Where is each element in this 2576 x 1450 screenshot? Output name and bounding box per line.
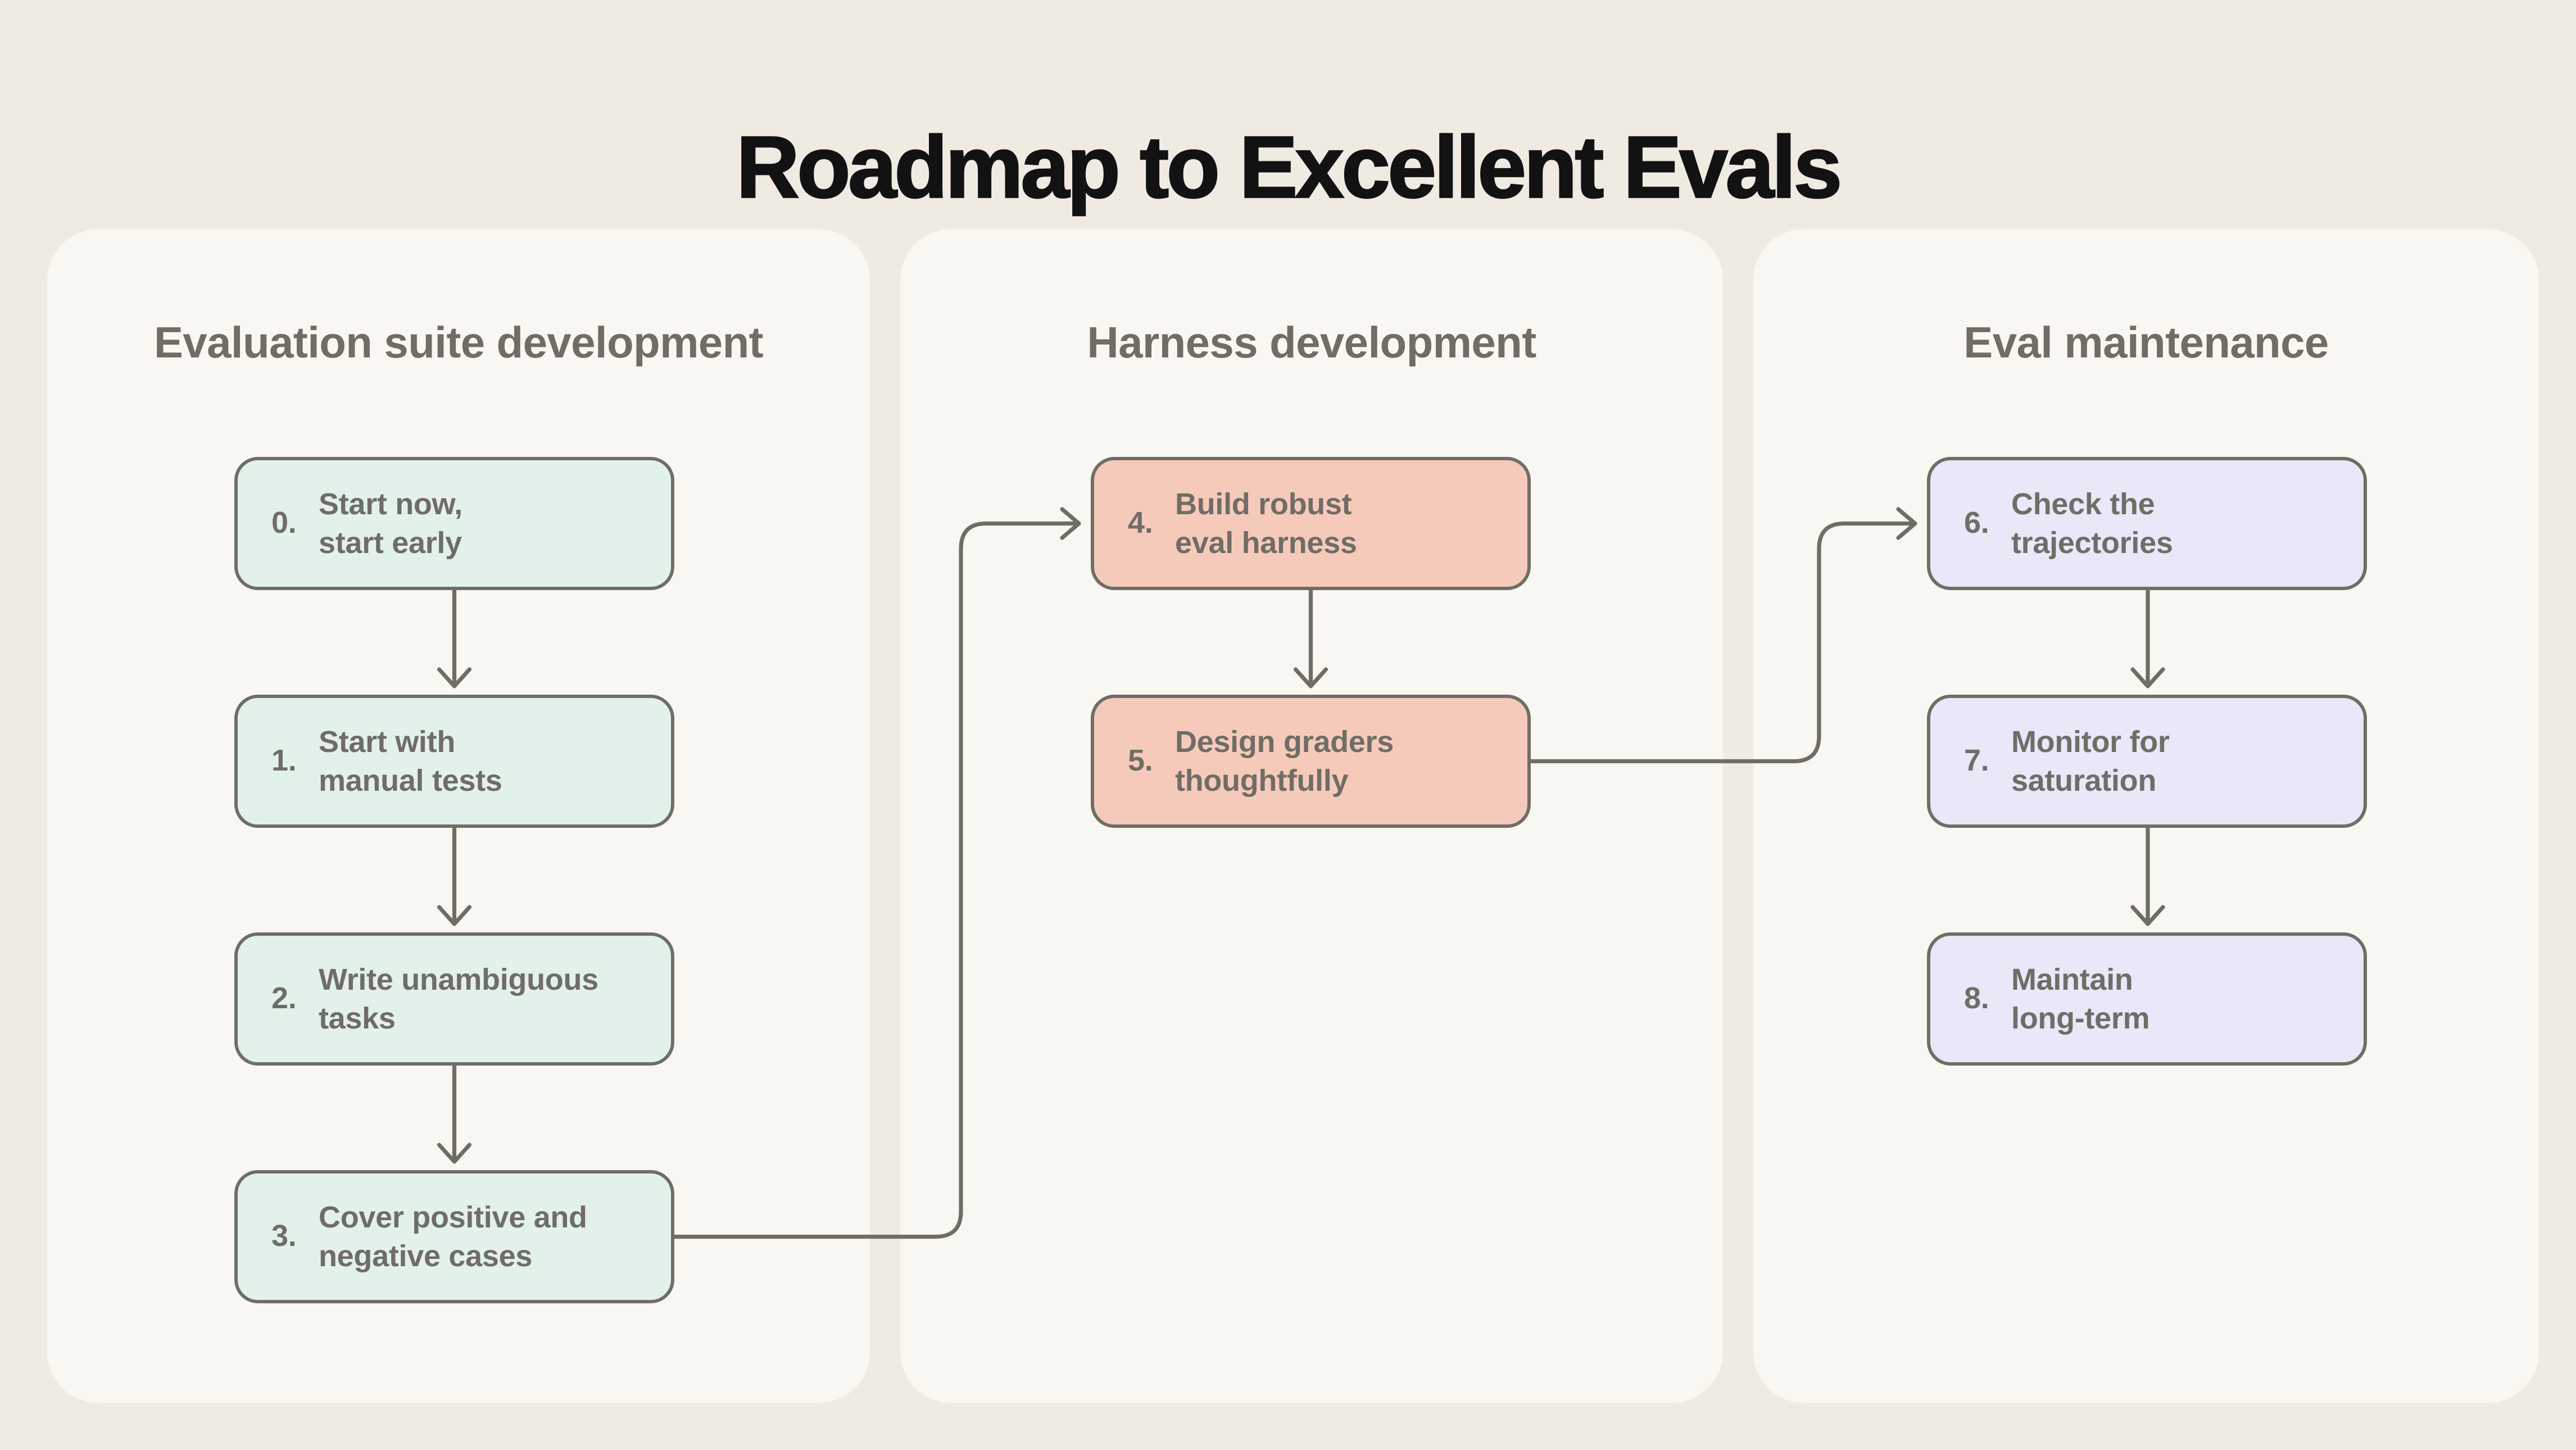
column-header-evaluation-suite-development: Evaluation suite development xyxy=(153,316,764,367)
step-number: 3. xyxy=(271,1219,297,1253)
step-number: 2. xyxy=(271,981,297,1015)
step-number: 8. xyxy=(1964,981,1989,1015)
step-number: 6. xyxy=(1964,506,1989,540)
step-number: 1. xyxy=(271,744,297,777)
step-number: 0. xyxy=(271,506,297,540)
step-label: Start now,start early xyxy=(319,486,463,559)
column-header-harness-development: Harness development xyxy=(1087,316,1536,367)
step-number: 5. xyxy=(1128,744,1153,777)
step-box-0: 0. Start now,start early xyxy=(234,457,674,590)
step-number: 7. xyxy=(1964,744,1989,777)
step-number: 4. xyxy=(1128,506,1153,540)
page-title: Roadmap to Excellent Evals xyxy=(736,119,1843,218)
column-header-eval-maintenance: Eval maintenance xyxy=(1963,316,2329,367)
